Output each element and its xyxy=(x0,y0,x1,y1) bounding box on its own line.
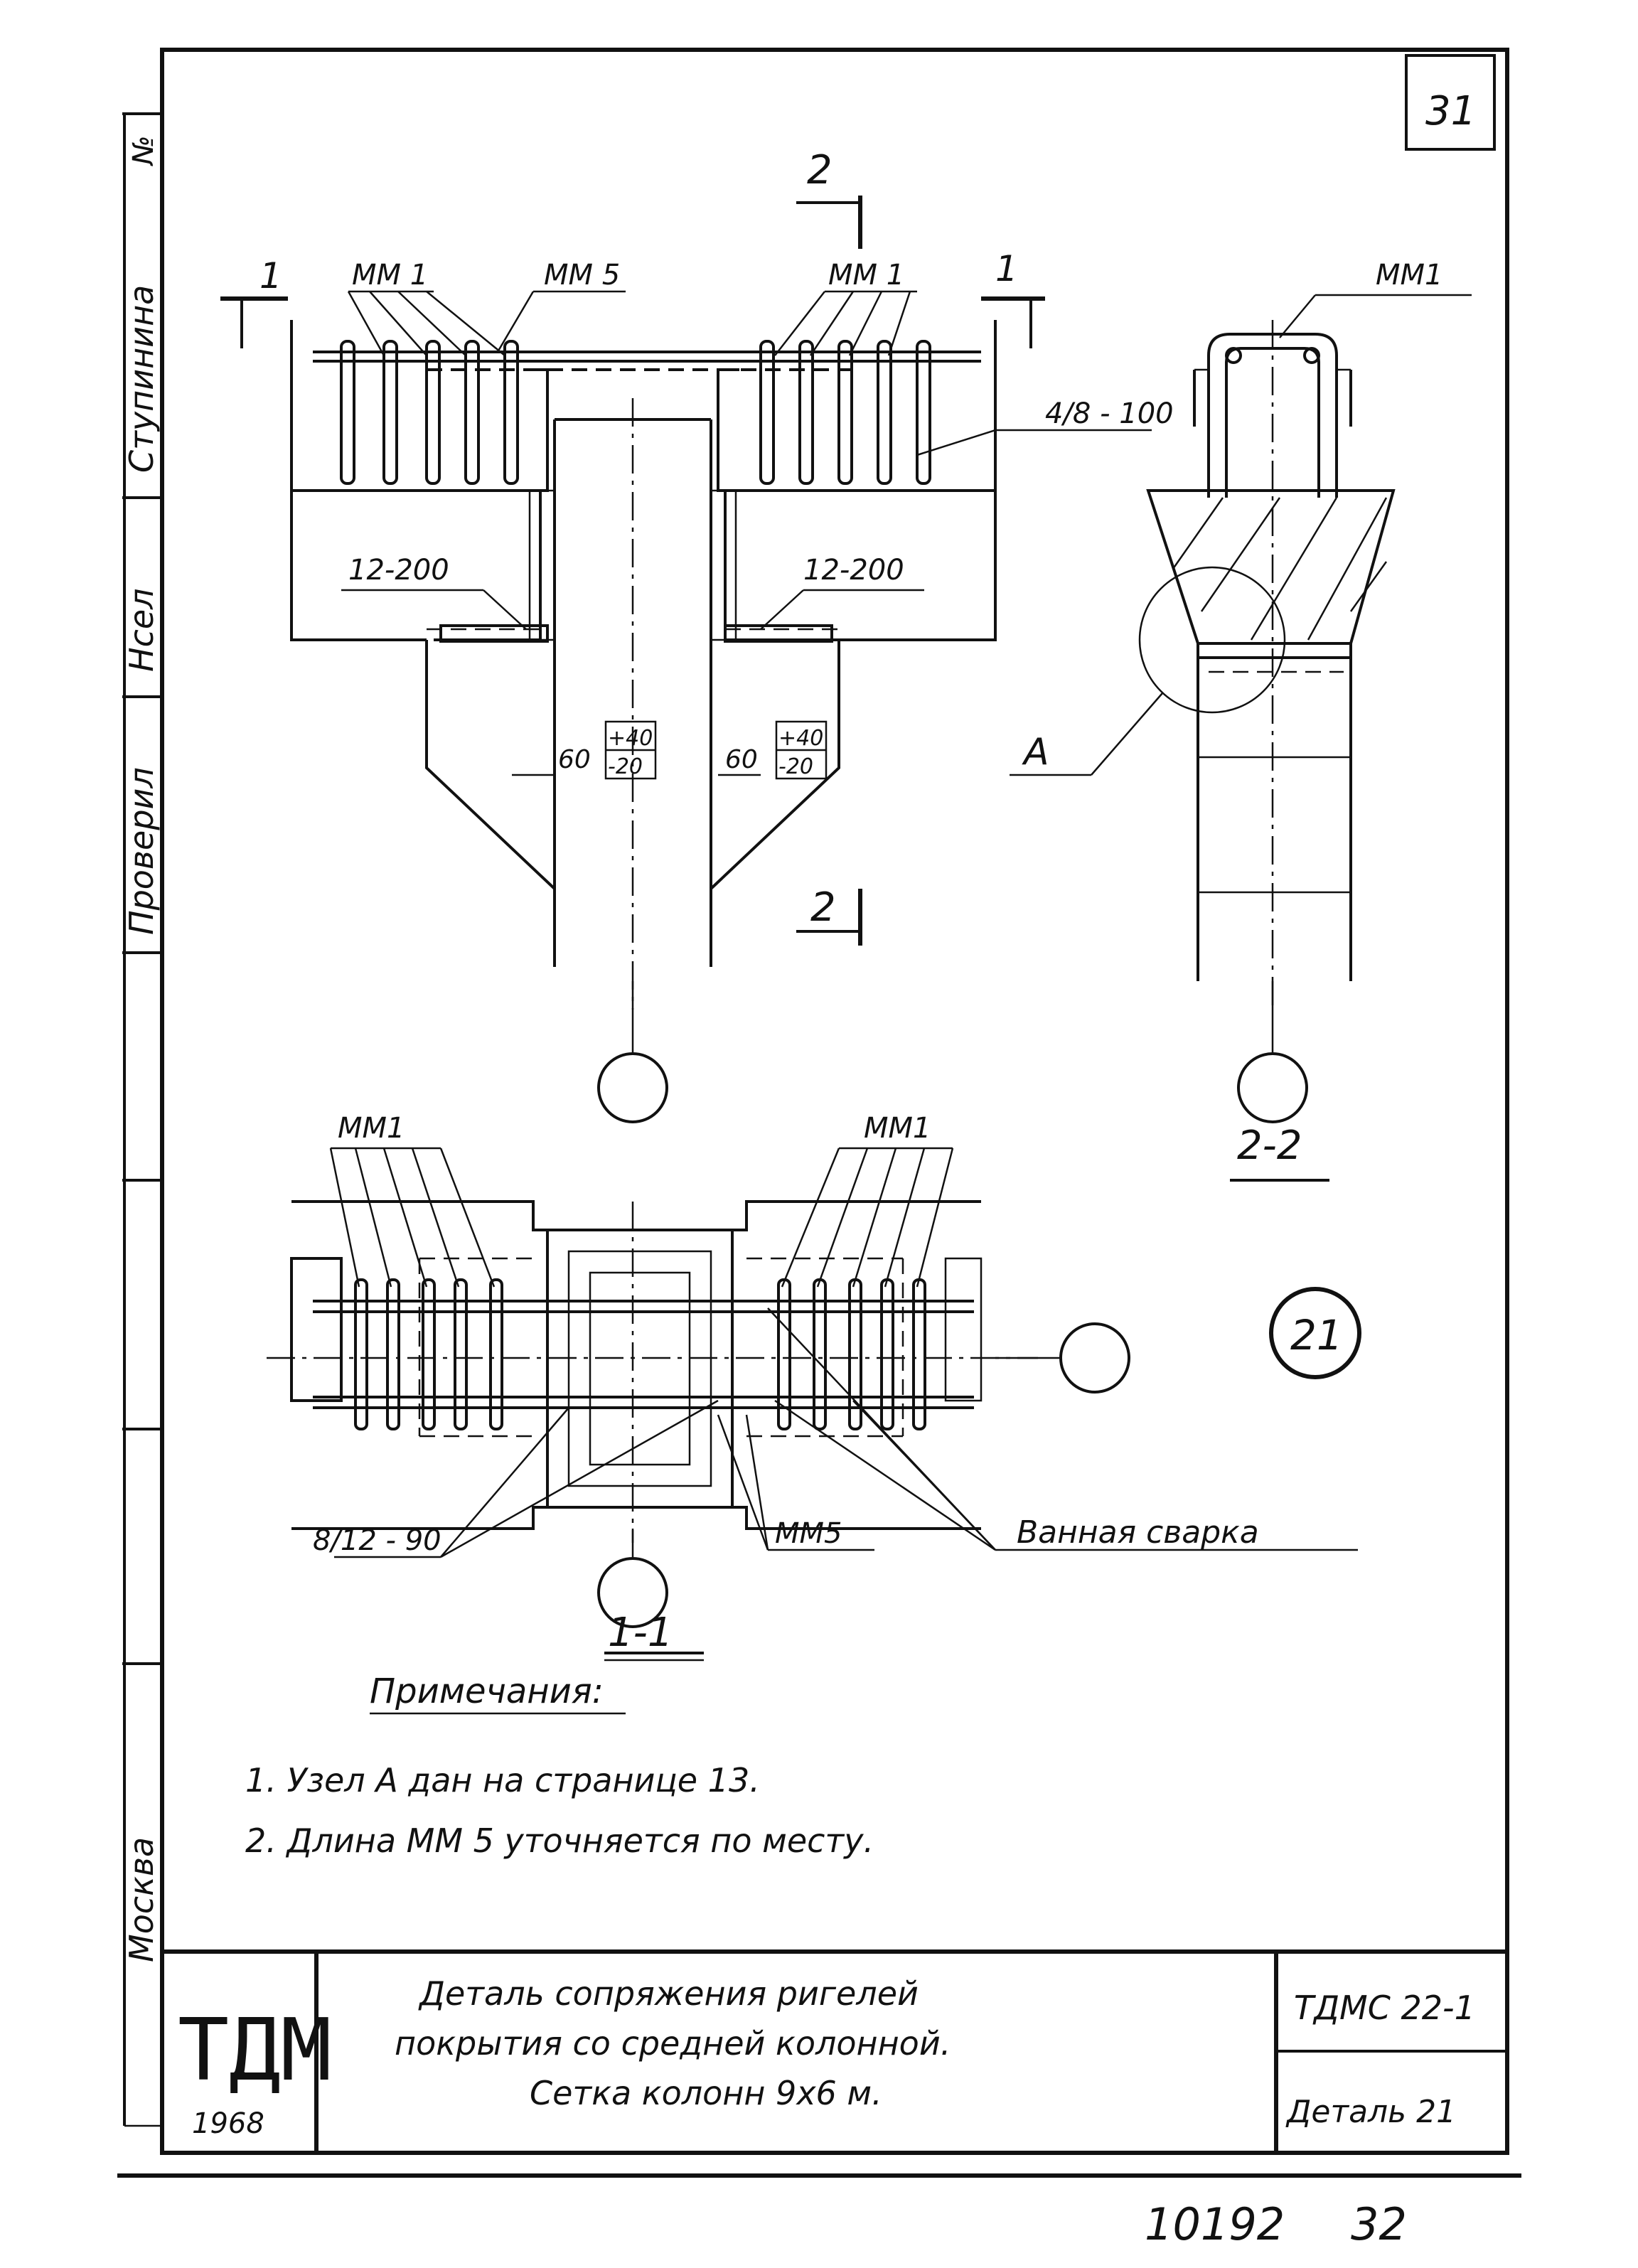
elev-tol-plus-left: +40 xyxy=(608,726,653,751)
elev-dim-gap-right: 60 xyxy=(725,745,758,774)
side-label-2: Проверил xyxy=(122,767,161,935)
sec11-label: 1-1 xyxy=(608,1610,673,1656)
title-block xyxy=(162,1949,1507,2153)
elev-tol-minus-right: -20 xyxy=(778,754,813,779)
cut-1-right: 1 xyxy=(995,248,1018,289)
sheet-frame xyxy=(117,48,1521,2178)
elev-mm1-left: ММ 1 xyxy=(352,259,428,291)
note-1: 1. Узел А дан на странице 13. xyxy=(245,1761,760,1799)
elev-bars-right: 12-200 xyxy=(803,554,904,587)
series-code: ТДМС 22-1 xyxy=(1294,1989,1475,2027)
sec11-mm1-right: ММ1 xyxy=(864,1112,931,1145)
elev-tol-minus-left: -20 xyxy=(608,754,643,779)
sec22-node-a: А xyxy=(1022,731,1049,774)
concrete-hatch xyxy=(1172,497,1388,641)
title-line-1: Деталь сопряжения ригелей xyxy=(418,1974,919,2013)
side-city: Москва xyxy=(122,1837,161,1962)
elev-stirrups: 4/8 - 100 xyxy=(1045,397,1174,430)
elevation-view xyxy=(220,196,1152,1123)
side-no: № xyxy=(127,135,160,166)
side-label-1: Нсел xyxy=(122,588,161,672)
elev-mm1-right: ММ 1 xyxy=(828,259,904,291)
cut-1-left: 1 xyxy=(259,255,282,296)
side-strip xyxy=(122,112,162,1665)
elev-tol-plus-right: +40 xyxy=(778,726,823,751)
detail-code: Деталь 21 xyxy=(1285,2094,1456,2130)
page-number: 31 xyxy=(1425,88,1476,134)
side-label-0: Ступинина xyxy=(122,285,161,473)
cut-2-bottom: 2 xyxy=(810,884,836,931)
section-1-1 xyxy=(267,1147,1361,1662)
bottom-page-number: 32 xyxy=(1351,2198,1407,2250)
elev-bars-left: 12-200 xyxy=(348,554,449,587)
section-2-2 xyxy=(1010,294,1472,1182)
detail-marker: 21 xyxy=(1290,1311,1343,1359)
elev-dim-gap-left: 60 xyxy=(558,745,591,774)
sec11-mm1-left: ММ1 xyxy=(338,1112,405,1145)
sec11-mm5: ММ5 xyxy=(775,1517,842,1550)
note-2: 2. Длина ММ 5 уточняется по месту. xyxy=(245,1822,874,1860)
elev-mm5: ММ 5 xyxy=(544,259,620,291)
cut-2-top: 2 xyxy=(807,147,833,193)
sec22-mm1: ММ1 xyxy=(1376,259,1442,291)
title-line-3: Сетка колонн 9х6 м. xyxy=(530,2074,882,2112)
sec22-label: 2-2 xyxy=(1237,1123,1302,1169)
org-logo: ТДМ xyxy=(178,2001,332,2100)
archive-number: 10192 xyxy=(1145,2198,1285,2250)
title-line-2: покрытия со средней колонной. xyxy=(395,2024,951,2063)
org-year: 1968 xyxy=(192,2107,264,2140)
sec11-bars: 8/12 - 90 xyxy=(313,1524,441,1557)
notes-heading: Примечания: xyxy=(370,1671,604,1711)
sec11-weld: Ванная сварка xyxy=(1017,1514,1259,1551)
